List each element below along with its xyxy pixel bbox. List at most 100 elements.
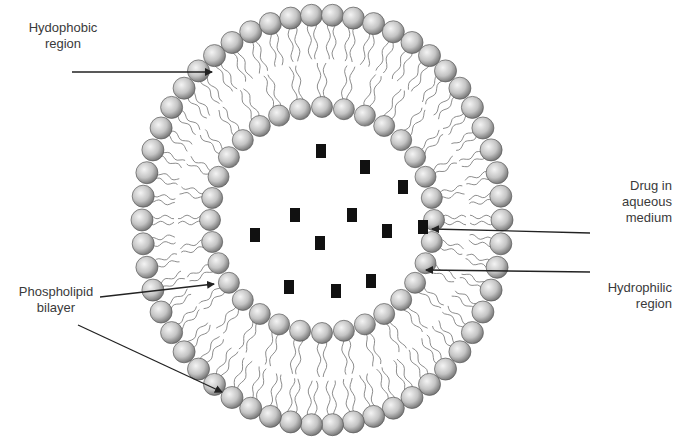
phospholipid-head [382, 21, 404, 43]
phospholipid-head [280, 411, 302, 433]
drug-particle [366, 274, 376, 288]
phospholipid-head [240, 21, 262, 43]
phospholipid-head [131, 209, 153, 231]
phospholipid-head [269, 314, 290, 335]
phospholipid-head [486, 162, 508, 184]
phospholipid-head [435, 60, 457, 82]
phospholipid-head [249, 304, 270, 325]
phospholipid-head [382, 397, 404, 419]
phospholipid-head [208, 166, 229, 187]
phospholipid-head [232, 289, 253, 310]
drug-particle [290, 208, 300, 222]
phospholipid-head [290, 320, 311, 341]
callout-label: Hydrophilic region [590, 280, 672, 312]
drug-particle [316, 144, 326, 158]
drug-particle [418, 220, 428, 234]
phospholipid-head [421, 188, 442, 209]
phospholipid-head [401, 387, 423, 409]
leader-arrows [72, 72, 590, 392]
phospholipid-head [259, 405, 281, 427]
phospholipid-head [240, 397, 262, 419]
phospholipid-head [391, 289, 412, 310]
phospholipid-head [161, 96, 183, 118]
phospholipid-head [202, 188, 223, 209]
phospholipid-head [173, 341, 195, 363]
drug-particle [360, 160, 370, 174]
phospholipid-head [202, 232, 223, 253]
phospholipid-head [405, 147, 426, 168]
phospholipid-head [449, 341, 471, 363]
phospholipid-head [491, 209, 513, 231]
drug-particle [398, 180, 408, 194]
leader-arrow [78, 325, 222, 392]
drug-particles [250, 144, 428, 298]
phospholipid-head [354, 105, 375, 126]
phospholipid-head [312, 97, 333, 118]
phospholipid-head [333, 320, 354, 341]
phospholipid-head [132, 185, 154, 207]
phospholipid-head [363, 13, 385, 35]
phospholipid-head [136, 256, 158, 278]
phospholipid-head [221, 32, 243, 54]
drug-particle [382, 224, 392, 238]
drug-particle [315, 236, 325, 250]
drug-particle [250, 228, 260, 242]
drug-particle [284, 280, 294, 294]
leader-arrow [100, 284, 214, 297]
phospholipid-head [280, 7, 302, 29]
phospholipid-head [322, 414, 344, 436]
leader-arrow [72, 71, 212, 72]
leader-arrow [432, 229, 590, 233]
phospholipid-head [363, 405, 385, 427]
phospholipid-head [342, 411, 364, 433]
phospholipid-head [218, 272, 239, 293]
phospholipid-head [461, 96, 483, 118]
phospholipid-head [301, 4, 323, 26]
phospholipid-head [405, 272, 426, 293]
phospholipid-head [472, 301, 494, 323]
phospholipid-head [208, 253, 229, 274]
phospholipid-head [132, 233, 154, 255]
phospholipid-head [374, 116, 395, 137]
callout-label: Phospholipid bilayer [10, 284, 102, 316]
phospholipid-head [301, 414, 323, 436]
phospholipid-head [312, 323, 333, 344]
phospholipid-head [333, 99, 354, 120]
phospholipid-head [173, 77, 195, 99]
leader-arrow [426, 270, 590, 272]
phospholipid-head [421, 232, 442, 253]
phospholipid-head [490, 233, 512, 255]
phospholipid-head [232, 130, 253, 151]
phospholipid-head [415, 166, 436, 187]
lipid-heads [131, 4, 513, 435]
phospholipid-head [486, 256, 508, 278]
phospholipid-head [342, 7, 364, 29]
drug-particle [331, 284, 341, 298]
phospholipid-head [259, 13, 281, 35]
phospholipid-head [374, 304, 395, 325]
phospholipid-head [391, 130, 412, 151]
phospholipid-head [200, 210, 221, 231]
lipid-tails [142, 15, 502, 425]
phospholipid-head [150, 117, 172, 139]
phospholipid-head [472, 117, 494, 139]
phospholipid-head [218, 147, 239, 168]
phospholipid-head [290, 99, 311, 120]
phospholipid-head [449, 77, 471, 99]
phospholipid-head [322, 4, 344, 26]
callout-label: Hydophobic region [18, 20, 108, 52]
phospholipid-head [249, 116, 270, 137]
phospholipid-head [480, 139, 502, 161]
callout-label: Drug in aqueous medium [590, 178, 672, 226]
phospholipid-head [490, 185, 512, 207]
phospholipid-head [354, 314, 375, 335]
phospholipid-head [461, 322, 483, 344]
drug-particle [347, 208, 357, 222]
phospholipid-head [136, 162, 158, 184]
phospholipid-head [142, 139, 164, 161]
phospholipid-head [161, 322, 183, 344]
phospholipid-head [269, 105, 290, 126]
phospholipid-head [150, 301, 172, 323]
